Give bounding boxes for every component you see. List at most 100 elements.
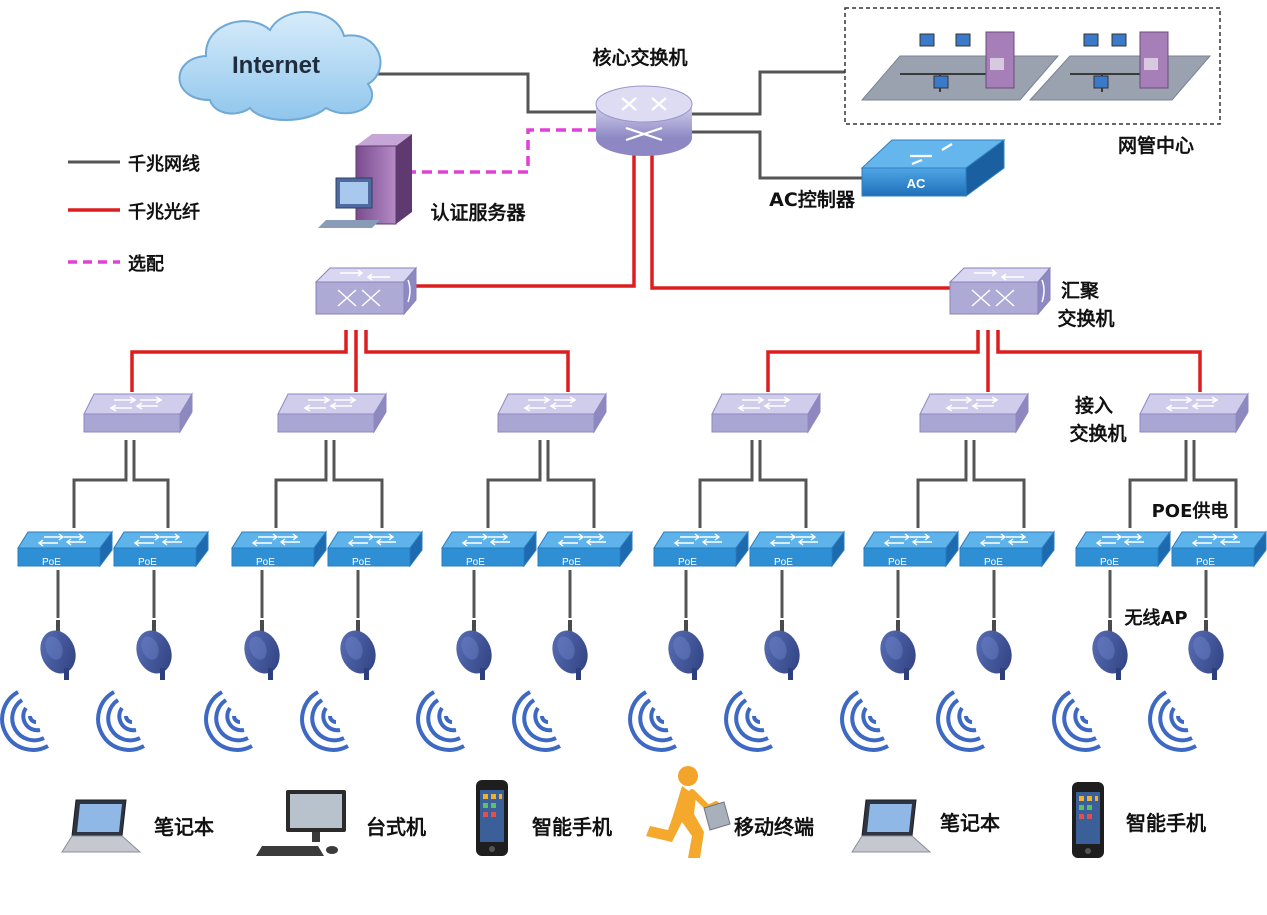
desktop-icon bbox=[256, 790, 346, 856]
link-core-agg-right bbox=[650, 152, 952, 290]
poe-switch-icon bbox=[863, 531, 959, 567]
wifi-waves-icon bbox=[512, 690, 562, 752]
wireless-ap-icon bbox=[1182, 620, 1230, 680]
poe-switch-icon bbox=[537, 531, 633, 567]
internet-label: Internet bbox=[232, 52, 320, 79]
access-switch-icon bbox=[497, 393, 607, 433]
terminal-label-laptop: 笔记本 bbox=[154, 815, 214, 839]
nms-center-label: 网管中心 bbox=[1118, 134, 1194, 157]
ac-controller-label: AC控制器 bbox=[769, 188, 856, 211]
wifi-waves-icon bbox=[300, 690, 350, 752]
poe-switch-icon bbox=[441, 531, 537, 567]
laptop-icon bbox=[61, 799, 142, 853]
poe-badge: PoE bbox=[466, 557, 485, 568]
wireless-ap-icon bbox=[450, 620, 498, 680]
access-switch-label-line2: 交换机 bbox=[1069, 422, 1126, 445]
legend-label-cable: 千兆网线 bbox=[128, 153, 200, 175]
poe-switch-icon bbox=[327, 531, 423, 567]
wifi-waves-icon bbox=[936, 690, 986, 752]
smartphone-icon bbox=[1072, 782, 1104, 858]
poe-badge: PoE bbox=[774, 557, 793, 568]
link-core-nms bbox=[690, 70, 845, 116]
link-internet-core bbox=[360, 72, 598, 114]
poe-switch-icon bbox=[749, 531, 845, 567]
poe-switch-icon bbox=[653, 531, 749, 567]
wifi-waves-icon bbox=[724, 690, 774, 752]
wifi-waves-icon bbox=[628, 690, 678, 752]
ap-row bbox=[34, 620, 1230, 680]
wifi-waves-icon bbox=[840, 690, 890, 752]
wireless-ap-icon bbox=[1086, 620, 1134, 680]
wireless-ap-icon bbox=[34, 620, 82, 680]
mobile-user-icon bbox=[646, 766, 731, 858]
poe-badge: PoE bbox=[1100, 557, 1119, 568]
agg-switch-left-icon bbox=[315, 267, 417, 315]
poe-switch-row bbox=[17, 531, 1267, 567]
poe-switch-icon bbox=[1171, 531, 1267, 567]
link-core-agg-left bbox=[404, 152, 636, 288]
wifi-waves-icon bbox=[96, 690, 146, 752]
ac-controller-icon bbox=[860, 139, 1006, 197]
poe-badge: PoE bbox=[352, 557, 371, 568]
poe-badges: PoE PoE PoE PoE PoE PoE PoE PoE PoE PoE … bbox=[42, 557, 1215, 568]
poe-badge: PoE bbox=[256, 557, 275, 568]
link-core-ac bbox=[690, 130, 866, 180]
poe-badge: PoE bbox=[42, 557, 61, 568]
wifi-waves-icon bbox=[416, 690, 466, 752]
terminal-label-laptop: 笔记本 bbox=[940, 811, 1000, 835]
poe-badge: PoE bbox=[678, 557, 697, 568]
wireless-ap-label: 无线AP bbox=[1124, 607, 1187, 629]
wireless-ap-icon bbox=[546, 620, 594, 680]
access-switch-icon bbox=[277, 393, 387, 433]
poe-switch-icon bbox=[1075, 531, 1171, 567]
internet-cloud-icon bbox=[178, 10, 382, 121]
poe-badge: PoE bbox=[1196, 557, 1215, 568]
wifi-wave-row bbox=[0, 690, 1198, 752]
core-switch-icon bbox=[595, 85, 693, 156]
terminal-label-desktop: 台式机 bbox=[366, 815, 426, 839]
nms-center-box bbox=[844, 7, 1221, 125]
poe-badge: PoE bbox=[984, 557, 1003, 568]
nms-workgroup-2-icon bbox=[1028, 31, 1212, 101]
agg-switch-right-icon bbox=[949, 267, 1051, 315]
access-switch-label-line1: 接入 bbox=[1075, 395, 1113, 417]
wireless-ap-icon bbox=[970, 620, 1018, 680]
terminal-label-smartphone: 智能手机 bbox=[1126, 811, 1206, 835]
legend: 千兆网线 千兆光纤 选配 bbox=[68, 153, 200, 275]
wireless-ap-icon bbox=[238, 620, 286, 680]
wireless-ap-icon bbox=[130, 620, 178, 680]
links-poe-ap bbox=[56, 570, 1208, 618]
core-switch-label: 核心交换机 bbox=[592, 46, 687, 69]
wireless-ap-icon bbox=[758, 620, 806, 680]
wifi-waves-icon bbox=[1052, 690, 1102, 752]
access-switch-icon bbox=[711, 393, 821, 433]
links-access-poe bbox=[72, 440, 1238, 528]
poe-badge: PoE bbox=[888, 557, 907, 568]
poe-switch-icon bbox=[959, 531, 1055, 567]
links-agg-access-right bbox=[766, 330, 1202, 392]
wireless-ap-icon bbox=[874, 620, 922, 680]
agg-switch-label-line2: 交换机 bbox=[1057, 307, 1114, 330]
link-core-auth-optional bbox=[400, 128, 598, 174]
legend-label-optional: 选配 bbox=[128, 254, 164, 275]
legend-label-fiber: 千兆光纤 bbox=[128, 201, 200, 223]
auth-server-icon bbox=[318, 134, 412, 228]
laptop-icon bbox=[851, 799, 932, 853]
poe-switch-icon bbox=[231, 531, 327, 567]
wifi-waves-icon bbox=[1148, 690, 1198, 752]
smartphone-icon bbox=[476, 780, 508, 856]
agg-switch-label-line1: 汇聚 bbox=[1061, 280, 1100, 302]
poe-switch-icon bbox=[17, 531, 113, 567]
auth-server-label: 认证服务器 bbox=[430, 201, 526, 224]
ac-device-text: AC bbox=[907, 176, 926, 191]
access-switch-icon bbox=[83, 393, 193, 433]
nms-workgroup-1-icon bbox=[860, 31, 1060, 101]
wireless-ap-icon bbox=[662, 620, 710, 680]
wireless-ap-icon bbox=[334, 620, 382, 680]
wifi-waves-icon bbox=[0, 690, 50, 752]
terminal-label-smartphone: 智能手机 bbox=[532, 815, 612, 839]
access-switch-icon bbox=[1139, 393, 1249, 433]
poe-badge: PoE bbox=[562, 557, 581, 568]
poe-badge: PoE bbox=[138, 557, 157, 568]
